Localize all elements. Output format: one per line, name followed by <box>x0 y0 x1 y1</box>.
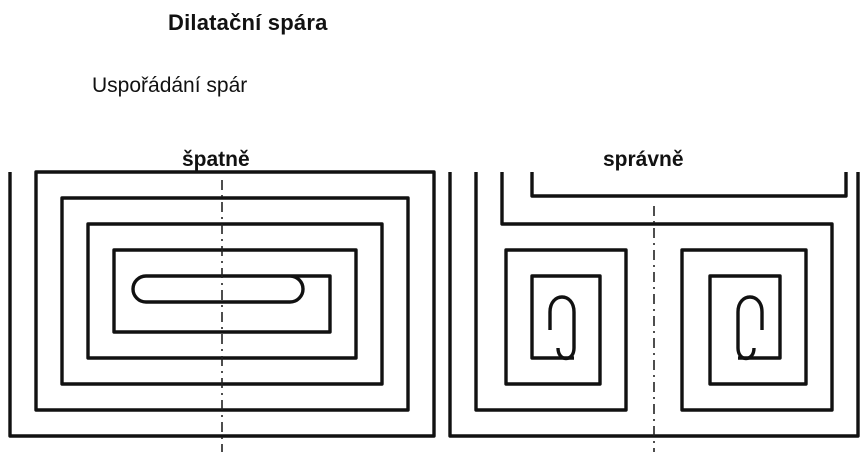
page-subtitle: Uspořádání spár <box>92 74 248 97</box>
wrong-supply-pipe <box>8 170 436 438</box>
right-outer-pipe-c <box>500 172 834 412</box>
right-top-return-pipe <box>530 172 848 198</box>
page-title: Dilatační spára <box>168 10 328 35</box>
wrong-layout <box>8 170 436 452</box>
right-right-hairpin <box>736 295 764 361</box>
right-outer-pipe-b <box>474 172 628 412</box>
label-right: správně <box>603 148 684 171</box>
label-wrong: špatně <box>182 148 250 171</box>
right-left-hairpin <box>548 295 576 361</box>
right-layout <box>448 172 860 452</box>
